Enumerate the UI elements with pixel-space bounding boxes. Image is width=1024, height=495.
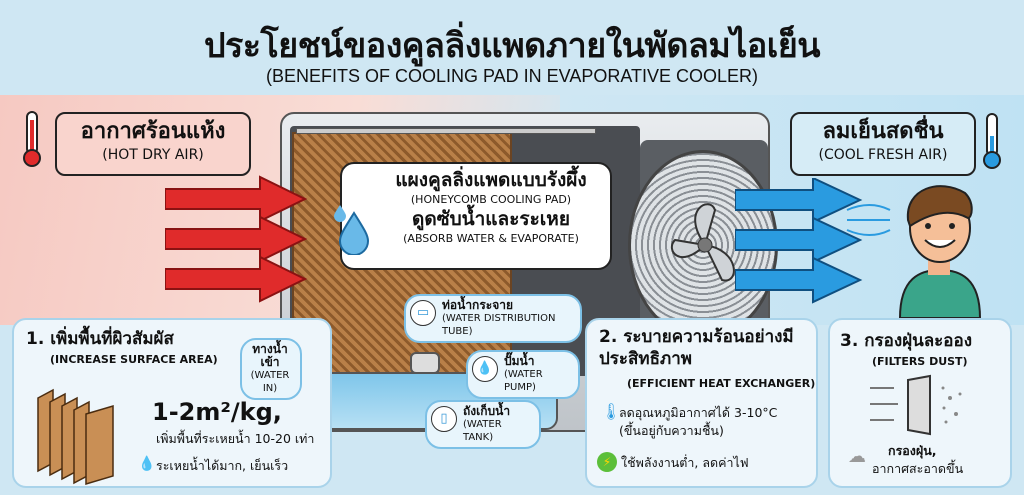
benefit-3-line1: กรองฝุ่น, [888,443,937,458]
page-title: ประโยชน์ของคูลลิ่งแพดภายในพัดลมไอเย็น [203,26,821,66]
page-subtitle: (BENEFITS OF COOLING PAD IN EVAPORATIVE … [265,66,759,86]
callout-line1-th: แผงคูลลิ่งแพดแบบรังผึ้ง [395,169,587,191]
cool-air-en: (COOL FRESH AIR) [818,147,948,163]
benefit-1-line1: เพิ่มพื้นที่ระเหยน้ำ 10-20 เท่า [156,431,315,446]
benefit-1-line2: ระเหยน้ำได้มาก, เย็นเร็ว [156,458,289,473]
tank-icon: ▯ [431,406,457,432]
hot-air-label: อากาศร้อนแห้ง (HOT DRY AIR) [55,112,251,176]
dust-cloud-icon: ☁ [848,446,866,467]
cool-thermometer-icon [983,113,1001,169]
water-pump-label: 💧 ปั๊มน้ำ (WATER PUMP) [466,350,580,399]
energy-icon: ⚡ [597,452,617,472]
hot-air-th: อากาศร้อนแห้ง [80,119,226,144]
benefit-3-line1b: อากาศสะอาดขึ้น [872,461,964,476]
water-drop-icon: 💧 [472,356,498,382]
cool-air-th: ลมเย็นสดชื่น [822,119,944,144]
person-illustration [898,185,982,318]
dust-filter-icon [870,374,962,436]
benefit-2-title: 2. ระบายความร้อนอย่างมีประสิทธิภาพ [599,327,794,369]
hot-air-arrows [165,175,308,303]
water-drops-icon [334,205,370,255]
benefit-panel-filter-dust: 3. กรองฝุ่นละออง (FILTERS DUST) ☁ กรองฝุ… [828,318,1012,488]
benefit-1-title: 1. เพิ่มพื้นที่ผิวสัมผัส [26,329,174,349]
pump-icon [410,352,440,374]
water-tank-label: ▯ ถังเก็บน้ำ (WATER TANK) [425,400,541,449]
cool-arrow-icon [735,216,863,264]
callout-line1-en: (HONEYCOMB COOLING PAD) [410,193,572,206]
benefit-1-subtitle: (INCREASE SURFACE AREA) [50,353,218,366]
hot-air-en: (HOT DRY AIR) [102,147,204,163]
surface-area-value: 1-2m²/kg, [152,398,282,426]
hot-arrow-icon [165,215,308,263]
distribution-tube-label: ▭ ท่อน้ำกระจาย (WATER DISTRIBUTION TUBE) [404,294,582,343]
benefit-2-line2: ใช้พลังงานต่ำ, ลดค่าไฟ [621,455,749,470]
hot-arrow-icon [165,175,308,223]
benefit-3-title: 3. กรองฝุ่นละออง [840,331,972,351]
thermometer-icon: 🌡 [601,402,622,421]
cool-air-arrows [735,178,863,304]
callout-line2-en: (ABSORB WATER & EVAPORATE) [403,232,579,245]
benefit-2-line1b: (ขึ้นอยู่กับความชื้น) [619,423,724,438]
water-drop-icon: 💧 [138,456,156,472]
distribution-tube [296,128,596,134]
distribution-tube-th: ท่อน้ำกระจาย [442,298,514,312]
water-in-th: ทางน้ำเข้า [252,342,288,369]
benefit-panel-heat-exchange: 2. ระบายความร้อนอย่างมีประสิทธิภาพ (EFFI… [585,318,818,488]
water-tank-en: (WATER TANK) [463,419,502,443]
cool-arrow-icon [735,256,863,304]
benefit-2-line1: ลดอุณหภูมิอากาศได้ 3-10°C [619,405,778,420]
callout-line2-th: ดูดซับน้ำและระเหย [412,208,570,230]
wind-icon [846,204,891,236]
water-pump-th: ปั๊มน้ำ [504,354,535,368]
water-in-en: (WATER IN) [250,370,290,394]
hot-arrow-icon [165,255,308,303]
benefit-3-subtitle: (FILTERS DUST) [872,355,968,368]
water-in-label: ทางน้ำเข้า (WATER IN) [240,338,302,400]
hot-thermometer-icon [23,111,41,167]
distribution-tube-en: (WATER DISTRIBUTION TUBE) [442,313,556,337]
benefit-2-subtitle: (EFFICIENT HEAT EXCHANGER) [627,377,816,390]
cooling-pad-callout: แผงคูลลิ่งแพดแบบรังผึ้ง (HONEYCOMB COOLI… [340,162,612,270]
water-pump-en: (WATER PUMP) [504,369,543,393]
pipe-icon: ▭ [410,300,436,326]
water-tank-th: ถังเก็บน้ำ [463,404,511,418]
cool-arrow-icon [735,178,863,224]
fan-blades-icon [670,203,735,282]
cooling-pad-stack-icon [37,388,114,486]
cool-air-label: ลมเย็นสดชื่น (COOL FRESH AIR) [790,112,976,176]
